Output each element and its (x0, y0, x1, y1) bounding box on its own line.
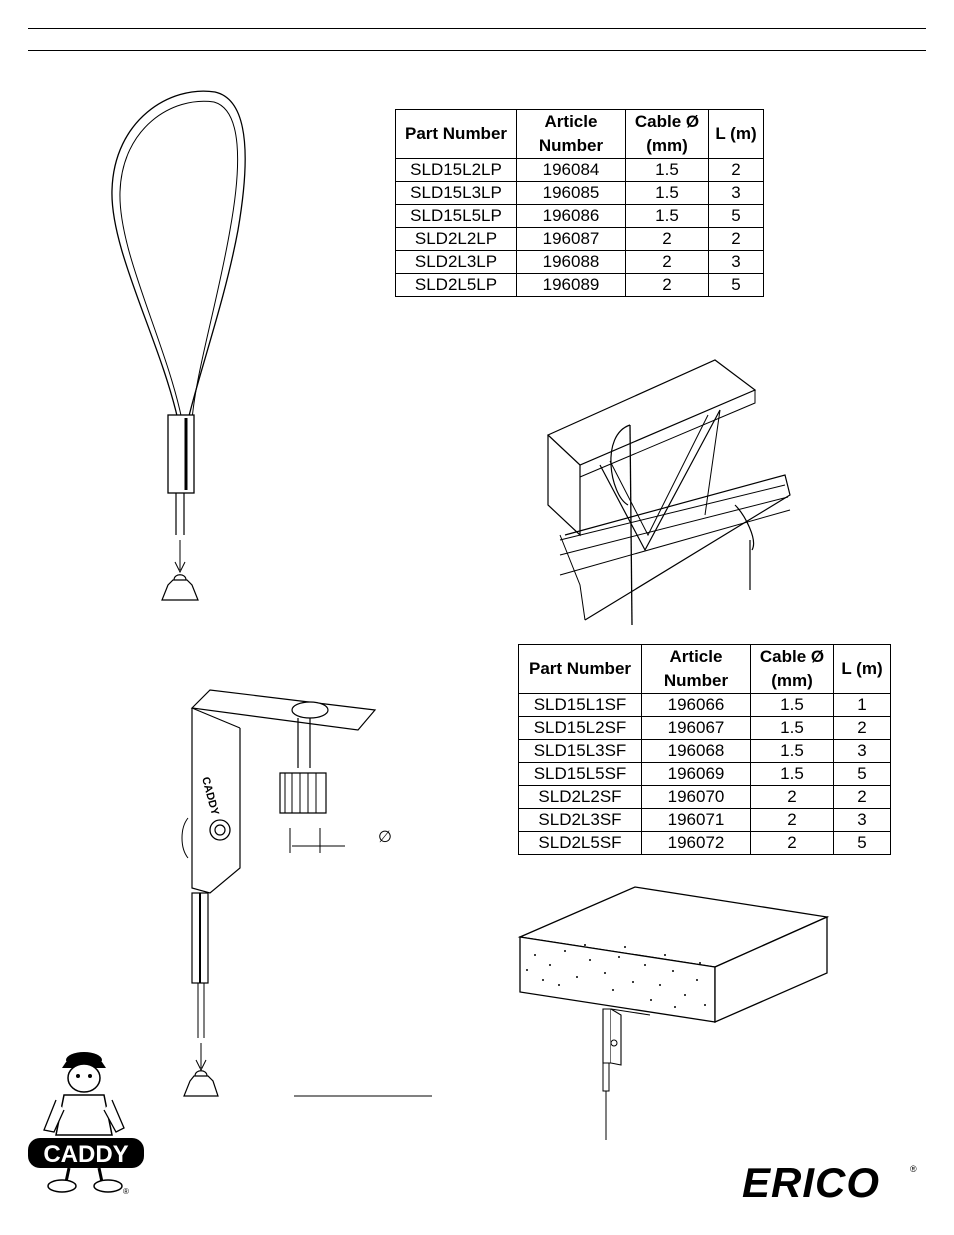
caddy-registered-mark: ® (123, 1187, 129, 1196)
concrete-slab-drawing (517, 886, 830, 1140)
col-length: L (m) (708, 109, 764, 159)
header-rule-bottom (28, 50, 926, 51)
loop-cable-drawing (111, 90, 246, 601)
col-part-number: Part Number (395, 109, 517, 159)
col-cable-diameter: Cable Ø(mm) (625, 109, 709, 159)
header-rule-top (28, 28, 926, 29)
erico-registered-mark: ® (910, 1164, 917, 1174)
erico-logo-text: ERICO (742, 1159, 880, 1206)
col-cable-diameter: Cable Ø(mm) (750, 644, 834, 694)
col-part-number: Part Number (518, 644, 642, 694)
truss-installation-drawing (546, 359, 791, 626)
diameter-symbol: ∅ (378, 829, 392, 846)
caddy-logo-text: CADDY (43, 1141, 128, 1168)
col-length: L (m) (833, 644, 891, 694)
caddy-logo: CADDY ® (28, 1052, 144, 1196)
erico-logo: ERICO ® (742, 1159, 917, 1206)
bracket-cable-drawing: CADDY ∅ (181, 689, 432, 1097)
